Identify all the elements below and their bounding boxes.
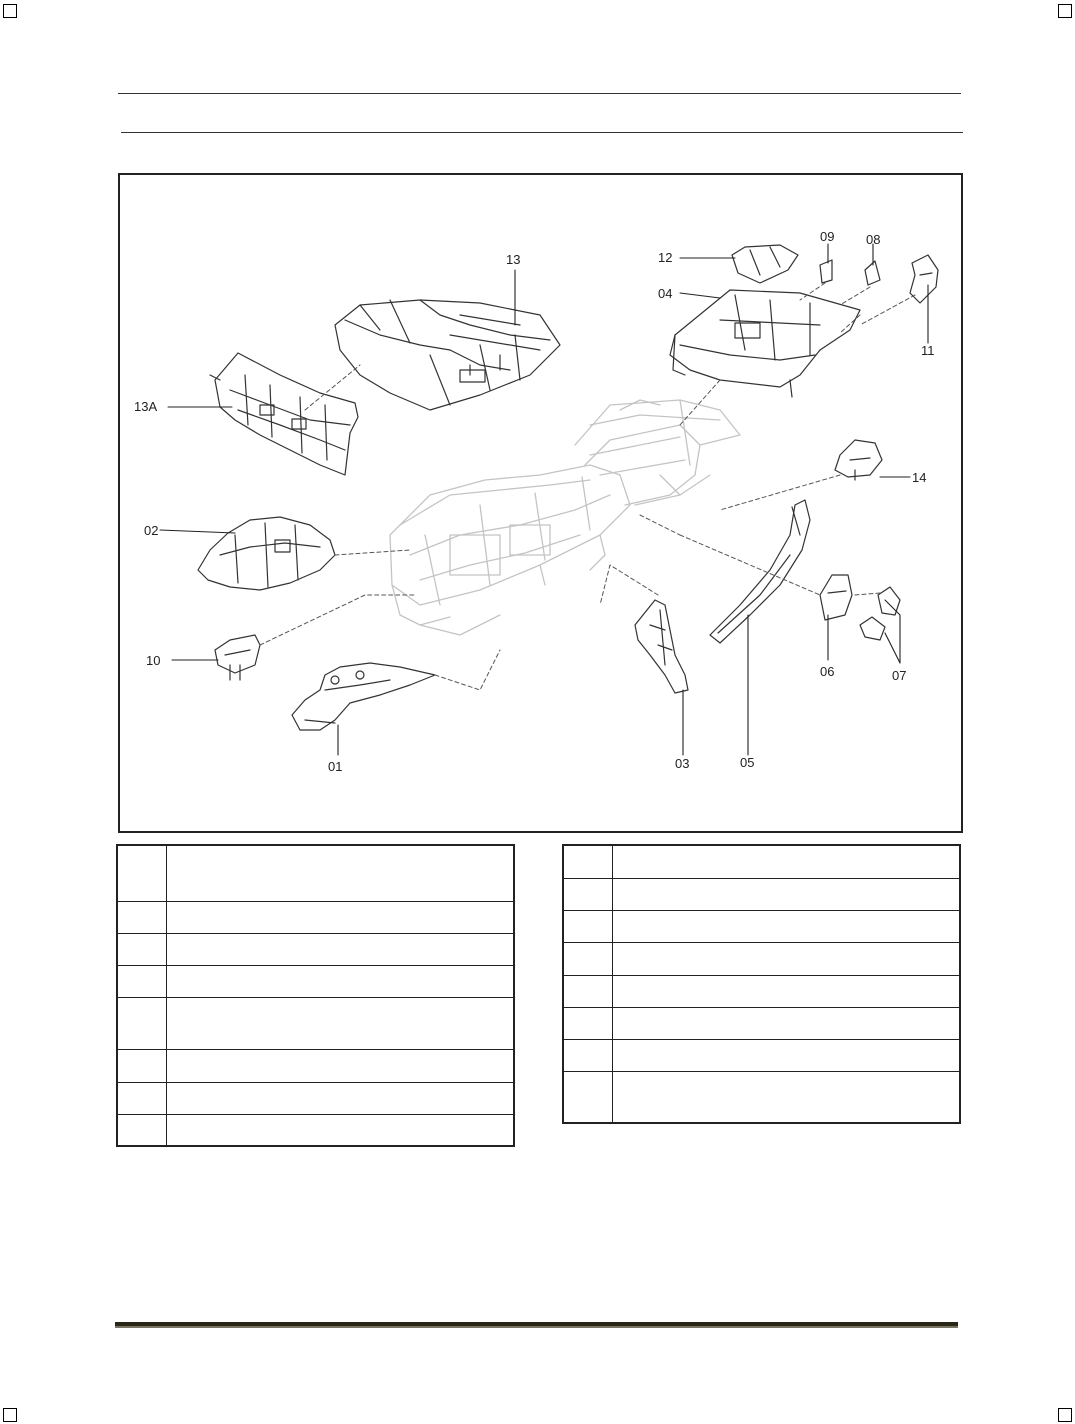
part-13-front-floor (334, 299, 561, 411)
part-number-cell (562, 844, 613, 879)
part-description-cell (166, 900, 515, 934)
assembly-dash-lines (259, 282, 916, 691)
part-number-cell (562, 1006, 613, 1040)
part-description-cell (612, 877, 961, 911)
part-01-cross-member (291, 662, 436, 731)
part-06-bracket (819, 574, 853, 621)
part-description-cell (612, 941, 961, 976)
crop-mark-top-right (1058, 4, 1072, 18)
crop-mark-bottom-right (1058, 1408, 1072, 1422)
part-number-cell (116, 996, 167, 1050)
table-row (116, 844, 515, 902)
part-description-cell (166, 932, 515, 966)
crop-mark-top-left (3, 4, 17, 18)
part-number-cell (562, 974, 613, 1008)
part-description-cell (166, 996, 515, 1050)
crop-mark-bottom-left (3, 1408, 17, 1422)
part-description-cell (612, 1006, 961, 1040)
table-row (116, 932, 515, 966)
callout-13a: 13A (134, 399, 157, 414)
part-description-cell (166, 964, 515, 998)
part-05-rocker (709, 499, 811, 644)
part-description-cell (612, 974, 961, 1008)
part-description-cell (612, 844, 961, 879)
part-number-cell (562, 1038, 613, 1072)
part-04-rear-floor (669, 289, 861, 398)
part-number-cell (116, 900, 167, 934)
parts-table-left (116, 844, 515, 1147)
table-row (116, 964, 515, 998)
part-description-cell (612, 1070, 961, 1124)
part-10-bracket (214, 634, 261, 681)
part-description-cell (612, 1038, 961, 1072)
part-description-cell (166, 1048, 515, 1083)
part-description-cell (166, 844, 515, 902)
table-row (562, 1006, 961, 1040)
callout-08: 08 (866, 232, 880, 247)
callout-07: 07 (892, 668, 906, 683)
callout-11: 11 (921, 343, 935, 358)
part-number-cell (116, 844, 167, 902)
table-row (116, 900, 515, 934)
table-row (116, 1113, 515, 1147)
part-number-cell (562, 877, 613, 911)
part-number-cell (116, 964, 167, 998)
table-row (562, 941, 961, 976)
callout-14: 14 (912, 470, 926, 485)
callout-03: 03 (675, 756, 689, 771)
part-number-cell (562, 909, 613, 943)
part-description-cell (166, 1081, 515, 1115)
table-row (562, 974, 961, 1008)
body-structure-svg: 13A 02 10 01 13 12 04 09 08 11 14 03 05 … (134, 229, 939, 774)
part-number-cell (116, 1048, 167, 1083)
table-row (116, 1081, 515, 1115)
part-number-cell (562, 1070, 613, 1124)
callout-13: 13 (506, 252, 520, 267)
table-row (116, 996, 515, 1050)
part-number-cell (562, 941, 613, 976)
part-13a-dash-panel (209, 352, 359, 476)
callout-02: 02 (144, 523, 158, 538)
part-description-cell (166, 1113, 515, 1147)
callout-09: 09 (820, 229, 834, 244)
part-09-bracket (819, 259, 833, 284)
footer-rule (115, 1322, 958, 1328)
part-14-bracket (834, 439, 883, 481)
header-rule-top (118, 93, 961, 94)
part-description-cell (612, 909, 961, 943)
callout-06: 06 (820, 664, 834, 679)
ghost-body-frame (389, 399, 741, 636)
table-row (562, 909, 961, 943)
table-row (562, 877, 961, 911)
callout-04: 04 (658, 286, 672, 301)
table-row (562, 1070, 961, 1124)
callout-05: 05 (740, 755, 754, 770)
part-12-bracket (731, 244, 799, 284)
parts-table-right (562, 844, 961, 1124)
part-number-cell (116, 1113, 167, 1147)
part-07-brackets (859, 586, 901, 641)
callout-12: 12 (658, 250, 672, 265)
callout-01: 01 (328, 759, 342, 774)
leader-lines (159, 243, 929, 756)
callout-10: 10 (146, 653, 160, 668)
part-08-bracket (864, 260, 881, 286)
table-row (116, 1048, 515, 1083)
part-02-wheelhouse (197, 516, 336, 591)
table-row (562, 1038, 961, 1072)
exploded-body-diagram: 13A 02 10 01 13 12 04 09 08 11 14 03 05 … (118, 173, 963, 833)
table-row (562, 844, 961, 879)
part-number-cell (116, 1081, 167, 1115)
part-03-b-pillar (634, 599, 689, 694)
header-rule-bottom (121, 132, 963, 133)
part-number-cell (116, 932, 167, 966)
